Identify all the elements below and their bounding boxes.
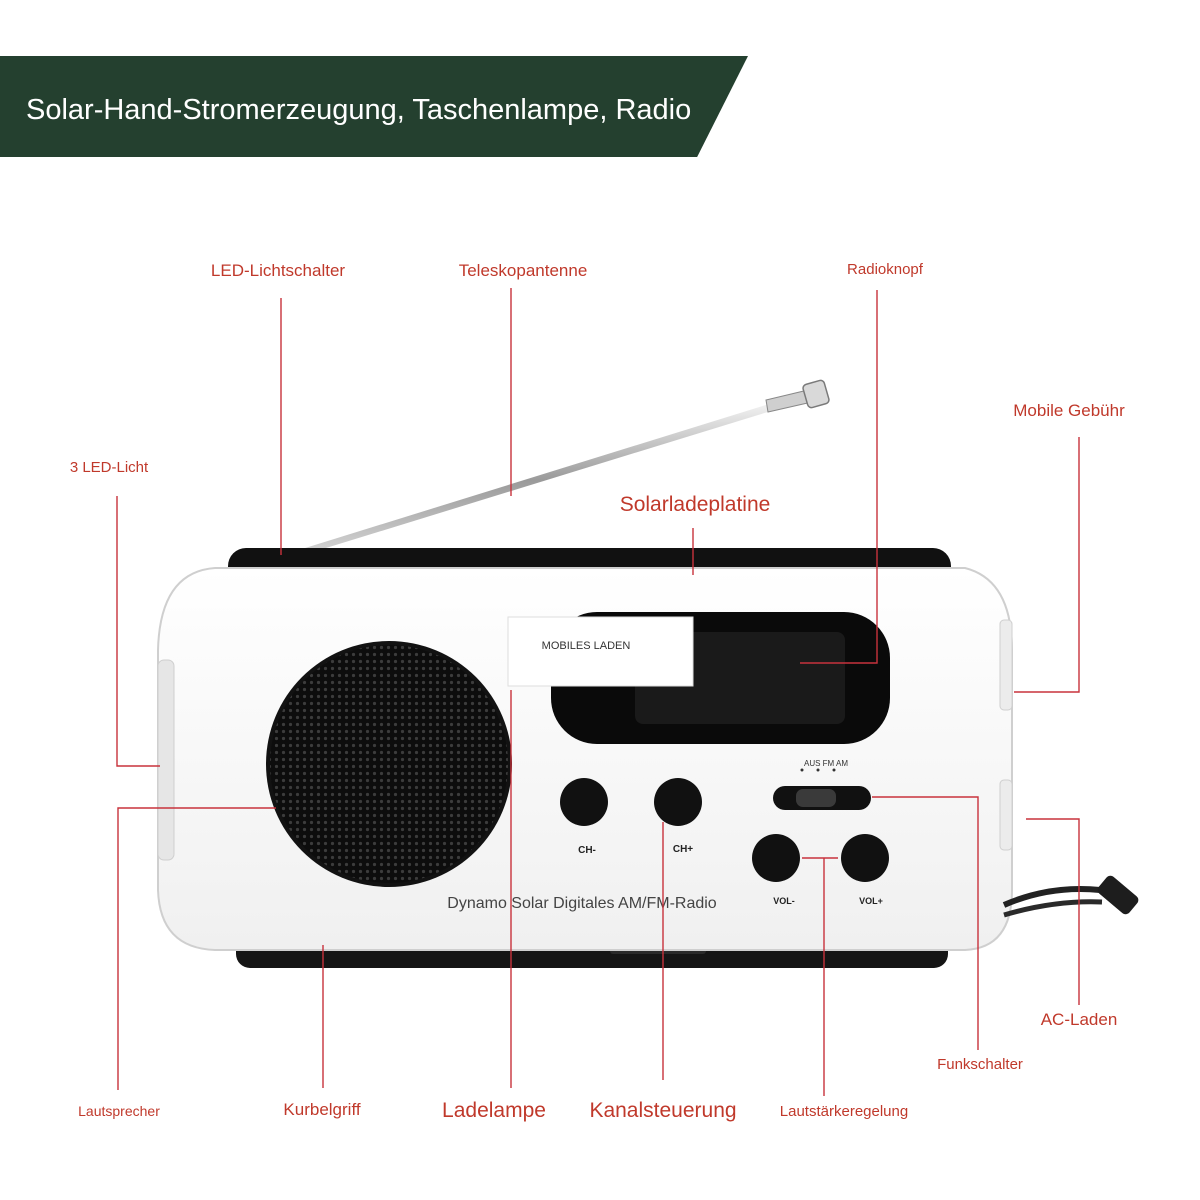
side-ports: [999, 619, 1013, 851]
leader-radio-knob: [800, 290, 878, 664]
label-volume: Lautstärkeregelung: [779, 1103, 909, 1120]
leader-ac-charge: [1026, 818, 1080, 1005]
ch-plus-button[interactable]: [654, 778, 702, 826]
label-radio-knob: Radioknopf: [847, 261, 923, 278]
leader-volume: [802, 857, 838, 1096]
leader-three-led: [116, 496, 160, 767]
label-function-switch: Funkschalter: [937, 1056, 1023, 1073]
vol-minus-button[interactable]: [752, 834, 800, 882]
leader-function-switch: [872, 796, 979, 1050]
speaker-grille: [266, 641, 512, 887]
vol-plus-label: VOL+: [859, 896, 883, 906]
leader-mobile-charge: [1014, 437, 1080, 693]
banner-title: Solar-Hand-Stromerzeugung, Taschenlampe,…: [26, 94, 692, 126]
label-charge-lamp: Ladelampe: [442, 1099, 546, 1122]
side-led-panel: [157, 659, 175, 861]
function-switch[interactable]: [773, 768, 871, 811]
label-mobile-charge: Mobile Gebühr: [1013, 401, 1125, 420]
model-print: Dynamo Solar Digitales AM/FM-Radio: [447, 895, 717, 912]
leader-speaker: [117, 807, 276, 1090]
vol-plus-button[interactable]: [841, 834, 889, 882]
ch-minus-label: CH-: [578, 845, 596, 856]
vol-minus-label: VOL-: [773, 896, 795, 906]
ch-minus-button[interactable]: [560, 778, 608, 826]
label-channel: Kanalsteuerung: [589, 1099, 737, 1122]
leader-lines: [116, 288, 1080, 1096]
label-antenna: Teleskopantenne: [458, 261, 588, 280]
label-speaker: Lautsprecher: [78, 1103, 160, 1119]
switch-positions: AUS FM AM: [804, 759, 848, 768]
lanyard-strap: [1002, 875, 1139, 918]
sticker-text: MOBILES LADEN: [542, 640, 631, 652]
label-solar-panel: Solarladeplatine: [619, 493, 771, 516]
label-led-switch: LED-Lichtschalter: [210, 261, 346, 280]
title-banner: Solar-Hand-Stromerzeugung, Taschenlampe,…: [0, 56, 748, 157]
telescopic-antenna: [300, 379, 830, 556]
label-crank: Kurbelgriff: [283, 1100, 361, 1119]
mobile-charging-sticker: [507, 616, 694, 687]
label-three-led: 3 LED-Licht: [69, 459, 149, 476]
ch-plus-label: CH+: [673, 844, 693, 855]
label-ac-charge: AC-Laden: [1040, 1010, 1118, 1029]
